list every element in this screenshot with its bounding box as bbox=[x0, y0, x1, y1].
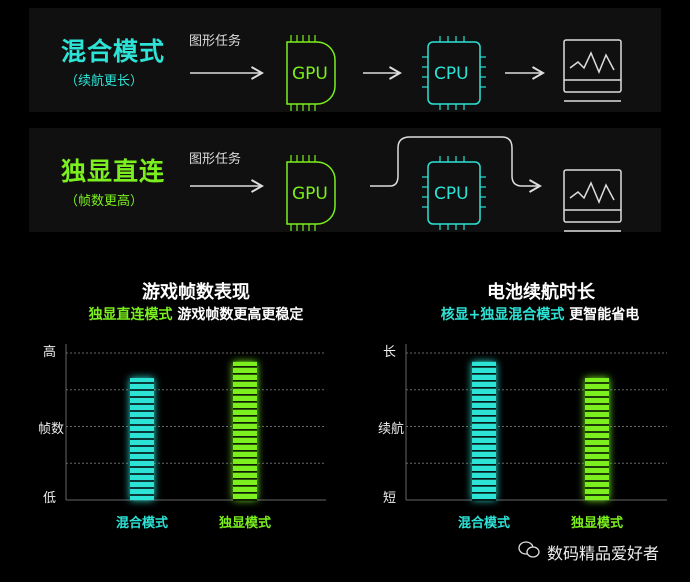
mode-subtitle: （续航更长） bbox=[65, 74, 144, 89]
gpu-label: GPU bbox=[292, 184, 328, 204]
y-label-low: 低 bbox=[42, 491, 56, 506]
watermark: 数码精品爱好者 bbox=[547, 544, 660, 563]
subtitle-rest: 游戏帧数更高更稳定 bbox=[172, 307, 304, 323]
y-label-mid: 续航 bbox=[377, 422, 404, 437]
subtitle-highlight: 独显直连模式 bbox=[88, 307, 173, 323]
discrete-mode-panel: 独显直连 （帧数更高） 图形任务 bbox=[29, 128, 661, 232]
chart-title: 游戏帧数表现 bbox=[142, 282, 250, 303]
subtitle-highlight: 核显+独显混合模式 bbox=[440, 307, 565, 323]
mode-subtitle: （帧数更高） bbox=[65, 194, 144, 209]
chart-title: 电池续航时长 bbox=[487, 282, 595, 303]
bar bbox=[472, 361, 496, 500]
y-label-low: 短 bbox=[382, 491, 396, 506]
wechat-icon bbox=[518, 541, 540, 559]
bar-group bbox=[233, 361, 257, 501]
bar bbox=[233, 361, 257, 500]
task-label: 图形任务 bbox=[189, 34, 242, 49]
chart-subtitle: 独显直连模式 游戏帧数更高更稳定 bbox=[36, 304, 356, 324]
x-label: 独显模式 bbox=[570, 516, 623, 531]
cpu-label: CPU bbox=[434, 184, 469, 204]
x-label: 独显模式 bbox=[218, 516, 271, 531]
gpu-chip-icon bbox=[286, 155, 336, 231]
flow-diagram bbox=[190, 35, 622, 232]
bar-group bbox=[472, 361, 496, 501]
cpu-label: CPU bbox=[434, 64, 469, 84]
task-label: 图形任务 bbox=[189, 152, 242, 167]
x-label: 混合模式 bbox=[457, 516, 510, 531]
mode-title: 混合模式 bbox=[61, 37, 166, 66]
cpu-chip-icon bbox=[422, 36, 486, 110]
mode-title: 独显直连 bbox=[61, 157, 166, 186]
gpu-chip-icon bbox=[286, 35, 336, 111]
flow-row-discrete bbox=[190, 136, 542, 193]
bar-group bbox=[130, 377, 154, 500]
y-label-mid: 帧数 bbox=[37, 422, 64, 437]
gpu-label: GPU bbox=[292, 64, 328, 84]
y-label-high: 高 bbox=[42, 345, 56, 360]
bar-charts bbox=[65, 344, 667, 501]
x-label: 混合模式 bbox=[115, 516, 168, 531]
cpu-chip-icon bbox=[422, 156, 486, 230]
y-label-high: 长 bbox=[382, 345, 396, 360]
monitor-icon bbox=[563, 169, 622, 232]
subtitle-rest: 更智能省电 bbox=[564, 307, 640, 323]
bypass-arrow-icon bbox=[370, 136, 542, 193]
bar-group bbox=[585, 377, 609, 500]
hybrid-mode-panel: 混合模式 （续航更长） 图形任务 bbox=[29, 8, 661, 112]
chart-subtitle: 核显+独显混合模式 更智能省电 bbox=[380, 304, 690, 324]
monitor-icon bbox=[563, 39, 622, 102]
